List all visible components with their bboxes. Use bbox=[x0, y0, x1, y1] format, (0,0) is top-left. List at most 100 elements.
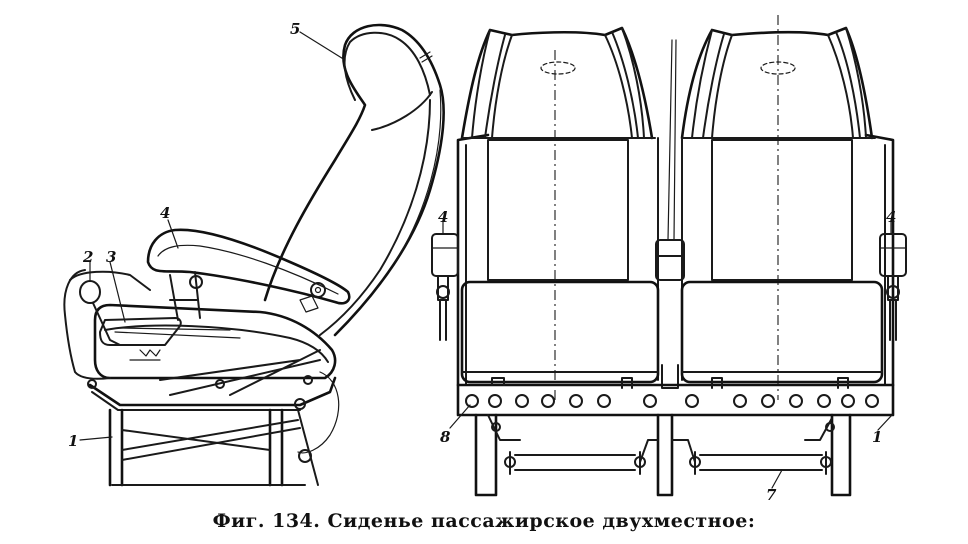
leg-brace bbox=[122, 420, 300, 460]
callout-1-front: 1 bbox=[872, 428, 882, 446]
base-rail bbox=[458, 385, 893, 415]
seat-frame bbox=[90, 378, 335, 405]
front-leg-center-left bbox=[658, 415, 672, 495]
left-back-top bbox=[462, 28, 652, 138]
callout-7: 7 bbox=[766, 486, 777, 504]
callout-3: 3 bbox=[106, 248, 116, 266]
right-armrest-cap bbox=[880, 234, 906, 276]
leg-rear bbox=[270, 410, 282, 485]
callout-2: 2 bbox=[82, 248, 93, 266]
rail-hole bbox=[686, 395, 698, 407]
leader-7 bbox=[772, 470, 782, 488]
rail-hole bbox=[570, 395, 582, 407]
recline-mechanism-notches bbox=[130, 350, 160, 360]
frame-bolt-mid bbox=[216, 380, 224, 388]
recline-mechanism bbox=[100, 318, 181, 345]
left-footrest-hanger bbox=[640, 440, 658, 462]
recline-rod bbox=[115, 328, 240, 338]
backrest-rear-edge bbox=[320, 100, 430, 335]
backrest-clip bbox=[420, 52, 432, 62]
leg-brackets bbox=[488, 415, 832, 440]
armrest-support bbox=[170, 272, 200, 320]
rail-hole bbox=[542, 395, 554, 407]
armrest-inner bbox=[158, 245, 338, 294]
right-back-wing-left bbox=[692, 30, 732, 138]
left-back-wing-right bbox=[605, 28, 644, 138]
rail-hole bbox=[466, 395, 478, 407]
left-armrest-knob bbox=[437, 286, 449, 298]
callout-4-right: 4 bbox=[886, 208, 896, 226]
right-footrest bbox=[695, 452, 826, 474]
rail-clamps bbox=[492, 378, 848, 388]
leg-bolt-left bbox=[492, 423, 500, 431]
left-seat-cushion bbox=[462, 282, 658, 382]
seat-cushion-top bbox=[105, 326, 328, 362]
floor-anchor bbox=[299, 450, 311, 462]
backrest-seam bbox=[395, 90, 441, 262]
frame-bolt-rear bbox=[295, 399, 305, 409]
right-footrest-hanger bbox=[672, 440, 695, 462]
right-armrest-knob bbox=[887, 286, 899, 298]
rail-hole bbox=[516, 395, 528, 407]
left-back-panel bbox=[488, 140, 628, 280]
left-back-wing-left bbox=[472, 30, 512, 138]
front-leg-left bbox=[476, 415, 496, 495]
leg-bolt-right bbox=[826, 423, 834, 431]
rail-hole bbox=[866, 395, 878, 407]
seat-linkage bbox=[160, 350, 320, 395]
backrest-inner bbox=[345, 33, 430, 100]
rail-hole bbox=[734, 395, 746, 407]
right-back-wing-right bbox=[828, 28, 866, 138]
rail-hole bbox=[489, 395, 501, 407]
rail-hole bbox=[644, 395, 656, 407]
left-armrest-cap bbox=[432, 234, 458, 276]
right-seat-cushion bbox=[682, 282, 882, 382]
rail-hole bbox=[790, 395, 802, 407]
recline-handle-top bbox=[70, 272, 150, 290]
right-footrest-end-l bbox=[690, 457, 700, 467]
armrest-hinge bbox=[190, 276, 202, 288]
rail-hole bbox=[818, 395, 830, 407]
figure-caption: Фиг. 134. Сиденье пассажирское двухместн… bbox=[212, 510, 756, 532]
callout-4-side: 4 bbox=[160, 204, 170, 222]
pivot-arc bbox=[298, 372, 339, 453]
leader-4-side bbox=[168, 220, 178, 248]
front-view: 4 4 8 7 1 bbox=[432, 15, 906, 504]
front-outer-frame bbox=[458, 135, 893, 385]
leader-5 bbox=[300, 32, 345, 60]
center-armrest-column bbox=[658, 138, 682, 380]
backrest-front-edge bbox=[372, 92, 432, 130]
callout-4-left: 4 bbox=[438, 208, 448, 226]
seat-frame-lower bbox=[92, 392, 300, 410]
backrest-outline bbox=[265, 25, 444, 335]
right-back-top bbox=[682, 28, 872, 138]
right-footrest-end-r bbox=[821, 457, 831, 467]
side-view: 5 4 2 3 1 bbox=[64, 20, 443, 485]
recline-knob-stem bbox=[93, 303, 120, 345]
left-headrest-mark bbox=[541, 62, 575, 74]
recline-handle-housing bbox=[64, 270, 110, 379]
center-armrest-head bbox=[656, 240, 684, 280]
front-leg-right bbox=[832, 415, 850, 495]
leader-1-front bbox=[878, 415, 892, 430]
rail-holes bbox=[466, 395, 878, 407]
rail-hole bbox=[842, 395, 854, 407]
frame-bolt-joint bbox=[304, 376, 312, 384]
armrest-pivot bbox=[311, 283, 325, 297]
center-armrest-foot bbox=[662, 365, 678, 388]
frame-bolt-front bbox=[88, 380, 96, 388]
leader-8 bbox=[450, 405, 470, 428]
rear-floor-mount bbox=[298, 410, 318, 485]
armrest-pivot-center bbox=[316, 288, 321, 293]
left-footrest-end-l bbox=[505, 457, 515, 467]
rail-hole bbox=[598, 395, 610, 407]
leader-3 bbox=[110, 262, 125, 322]
recline-knob bbox=[80, 281, 100, 303]
right-back-panel bbox=[712, 140, 852, 280]
rail-hole bbox=[762, 395, 774, 407]
callout-1-side: 1 bbox=[68, 432, 78, 450]
left-footrest-end-r bbox=[635, 457, 645, 467]
seat-cushion bbox=[95, 305, 335, 378]
callout-5: 5 bbox=[290, 20, 300, 38]
